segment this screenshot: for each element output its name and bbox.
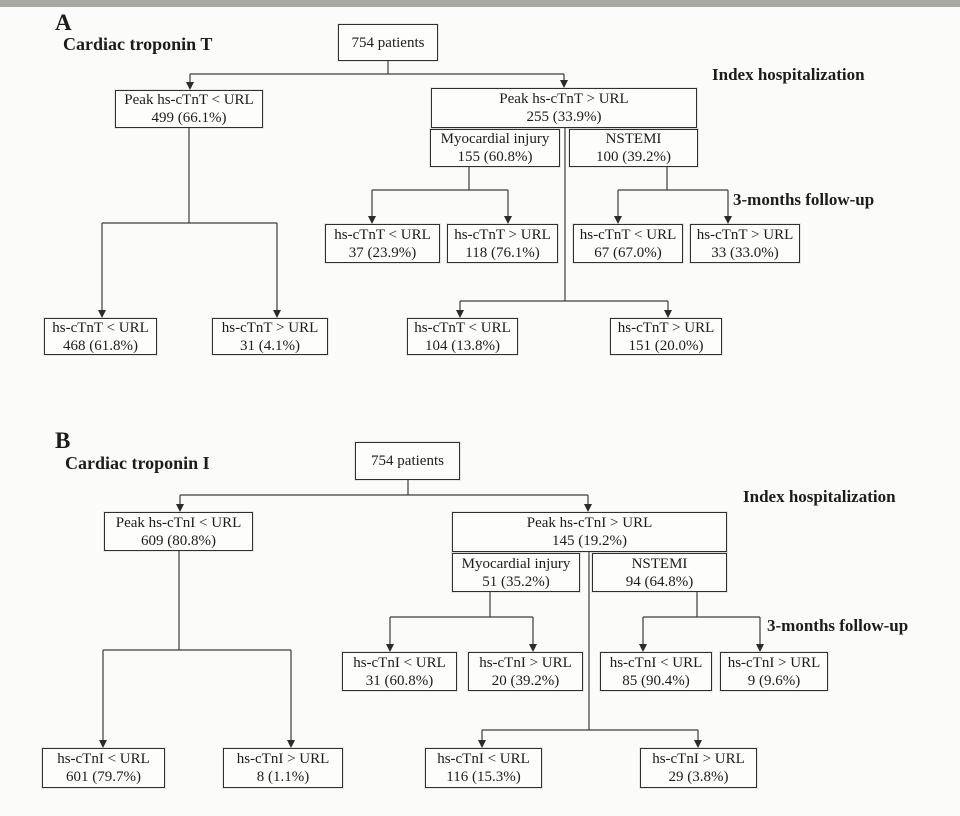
node-b-mi-followup-below: hs-cTnI < URL 31 (60.8%) xyxy=(342,652,457,691)
node-a-nstemi-followup-above: hs-cTnT > URL 33 (33.0%) xyxy=(690,224,800,263)
node-b-peakbelow-followup-above: hs-cTnI > URL 8 (1.1%) xyxy=(223,748,343,788)
arrowheads xyxy=(98,80,764,748)
node-label: hs-cTnI < URL xyxy=(57,751,150,767)
node-b-total-patients: 754 patients xyxy=(355,442,460,480)
node-value: 37 (23.9%) xyxy=(348,244,417,261)
node-label: Peak hs-cTnT > URL xyxy=(499,91,629,107)
node-label: hs-cTnI > URL xyxy=(479,654,572,671)
node-value: 151 (20.0%) xyxy=(628,337,704,354)
node-b-peak-below-url: Peak hs-cTnI < URL 609 (80.8%) xyxy=(104,512,253,551)
node-label: hs-cTnT > URL xyxy=(696,226,794,243)
node-a-mi-followup-below: hs-cTnT < URL 37 (23.9%) xyxy=(325,224,440,263)
node-label: NSTEMI xyxy=(605,131,662,147)
node-label: hs-cTnT < URL xyxy=(579,226,677,243)
node-value: 145 (19.2%) xyxy=(552,533,627,549)
node-a-peak-above-url: Peak hs-cTnT > URL 255 (33.9%) xyxy=(431,88,697,128)
node-a-total-patients: 754 patients xyxy=(338,24,438,61)
node-value: 118 (76.1%) xyxy=(465,244,540,261)
node-value: 67 (67.0%) xyxy=(594,244,662,261)
node-b-nstemi: NSTEMI 94 (64.8%) xyxy=(592,553,727,592)
node-value: 85 (90.4%) xyxy=(622,672,690,689)
panel-b-followup-label: 3-months follow-up xyxy=(767,616,909,635)
panel-a-index-hospitalization-label: Index hospitalization xyxy=(712,65,865,84)
node-value: 468 (61.8%) xyxy=(63,337,138,354)
panel-b-index-hospitalization-label: Index hospitalization xyxy=(743,487,896,506)
node-value: 20 (39.2%) xyxy=(491,672,560,689)
node-label: hs-cTnI < URL xyxy=(353,654,446,671)
node-label: hs-cTnT > URL xyxy=(454,226,551,243)
node-value: 94 (64.8%) xyxy=(625,573,694,590)
node-value: 155 (60.8%) xyxy=(457,149,533,165)
node-label: 754 patients xyxy=(351,34,425,51)
node-value: 9 (9.6%) xyxy=(747,672,801,689)
node-label: hs-cTnI > URL xyxy=(236,751,330,767)
panel-b-title: Cardiac troponin I xyxy=(65,453,210,473)
node-label: hs-cTnI < URL xyxy=(609,654,703,671)
node-label: hs-cTnI > URL xyxy=(652,751,745,767)
node-label: hs-cTnT > URL xyxy=(221,319,319,336)
node-b-nstemi-followup-above: hs-cTnI > URL 9 (9.6%) xyxy=(720,652,828,691)
node-value: 33 (33.0%) xyxy=(711,244,779,261)
node-value: 609 (80.8%) xyxy=(141,532,216,549)
node-label: NSTEMI xyxy=(631,555,688,572)
node-a-myocardial-injury: Myocardial injury 155 (60.8%) xyxy=(430,129,560,167)
node-value: 255 (33.9%) xyxy=(526,109,602,125)
node-b-peakabove-followup-below: hs-cTnI < URL 116 (15.3%) xyxy=(425,748,542,788)
node-value: 31 (4.1%) xyxy=(240,337,300,354)
node-value: 29 (3.8%) xyxy=(668,769,729,785)
node-a-peak-below-url: Peak hs-cTnT < URL 499 (66.1%) xyxy=(115,90,263,128)
node-a-peakbelow-followup-below: hs-cTnT < URL 468 (61.8%) xyxy=(44,318,157,355)
panel-b-letter: B xyxy=(55,428,71,453)
node-label: hs-cTnI > URL xyxy=(727,654,821,671)
node-label: hs-cTnT < URL xyxy=(414,319,511,336)
node-label: Peak hs-cTnI < URL xyxy=(115,514,242,531)
node-b-myocardial-injury: Myocardial injury 51 (35.2%) xyxy=(452,553,580,592)
node-b-mi-followup-above: hs-cTnI > URL 20 (39.2%) xyxy=(468,652,583,691)
node-a-peakbelow-followup-above: hs-cTnT > URL 31 (4.1%) xyxy=(212,318,328,355)
node-label: Peak hs-cTnI > URL xyxy=(526,515,653,531)
node-label: Peak hs-cTnT < URL xyxy=(124,92,254,108)
node-a-nstemi: NSTEMI 100 (39.2%) xyxy=(569,129,698,167)
node-b-peakabove-followup-above: hs-cTnI > URL 29 (3.8%) xyxy=(640,748,757,788)
panel-a-followup-label: 3-months follow-up xyxy=(733,190,875,209)
node-a-nstemi-followup-below: hs-cTnT < URL 67 (67.0%) xyxy=(573,224,683,263)
node-value: 8 (1.1%) xyxy=(256,769,310,785)
node-label: hs-cTnT < URL xyxy=(334,226,431,243)
node-a-peakabove-followup-below: hs-cTnT < URL 104 (13.8%) xyxy=(407,318,518,355)
node-value: 601 (79.7%) xyxy=(66,769,141,785)
node-value: 499 (66.1%) xyxy=(151,110,227,126)
node-value: 116 (15.3%) xyxy=(446,769,521,785)
panel-a-title: Cardiac troponin T xyxy=(63,34,213,54)
node-a-mi-followup-above: hs-cTnT > URL 118 (76.1%) xyxy=(447,224,558,263)
node-label: hs-cTnI < URL xyxy=(437,751,530,767)
scan-edge xyxy=(0,0,960,7)
node-label: hs-cTnT < URL xyxy=(52,319,149,336)
node-b-nstemi-followup-below: hs-cTnI < URL 85 (90.4%) xyxy=(600,652,712,691)
node-label: Myocardial injury xyxy=(461,555,571,572)
node-value: 104 (13.8%) xyxy=(425,337,500,354)
node-b-peakbelow-followup-below: hs-cTnI < URL 601 (79.7%) xyxy=(42,748,165,788)
node-label: 754 patients xyxy=(371,453,444,469)
node-b-peak-above-url: Peak hs-cTnI > URL 145 (19.2%) xyxy=(452,512,727,552)
node-value: 100 (39.2%) xyxy=(596,149,671,165)
node-a-peakabove-followup-above: hs-cTnT > URL 151 (20.0%) xyxy=(610,318,722,355)
node-label: hs-cTnT > URL xyxy=(617,319,715,336)
node-label: Myocardial injury xyxy=(440,131,550,147)
panel-a-letter: A xyxy=(55,10,73,35)
node-value: 31 (60.8%) xyxy=(365,672,434,689)
node-value: 51 (35.2%) xyxy=(482,573,550,590)
